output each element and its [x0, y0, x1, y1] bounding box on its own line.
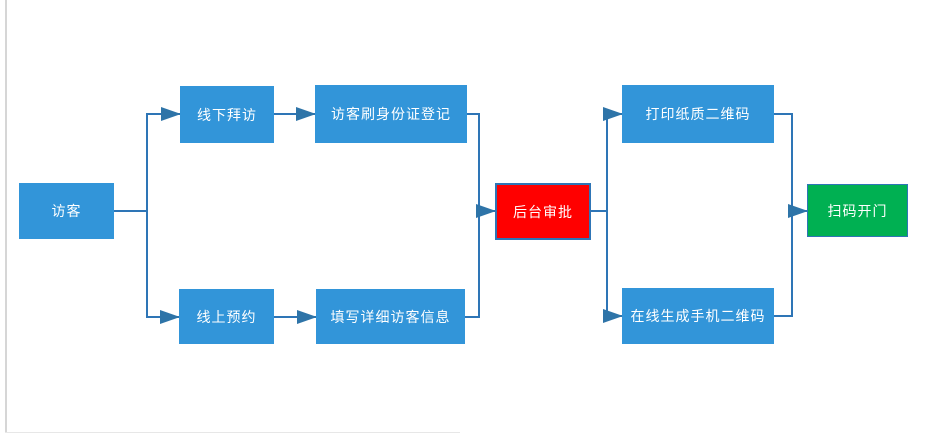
- node-backend-approval-label: 后台审批: [513, 204, 573, 221]
- connector-visitor-offline: [146, 107, 181, 211]
- node-offline-visit[interactable]: 线下拜访: [180, 86, 274, 143]
- node-mobile-qr[interactable]: 在线生成手机二维码: [622, 288, 774, 344]
- node-scan-door-label: 扫码开门: [827, 203, 888, 220]
- connector-visitor-online: [146, 211, 180, 324]
- node-id-register-label: 访客刷身份证登记: [331, 107, 451, 123]
- node-online-booking[interactable]: 线上预约: [179, 289, 274, 344]
- node-print-qr-label: 打印纸质二维码: [645, 107, 751, 123]
- node-backend-approval[interactable]: 后台审批: [495, 183, 591, 240]
- node-print-qr[interactable]: 打印纸质二维码: [622, 85, 774, 143]
- node-fill-info-label: 填写详细访客信息: [330, 309, 451, 326]
- canvas-bottom-edge: [5, 432, 460, 433]
- node-fill-info[interactable]: 填写详细访客信息: [316, 289, 465, 344]
- canvas-left-edge: [5, 0, 7, 433]
- node-mobile-qr-label: 在线生成手机二维码: [630, 309, 766, 325]
- node-online-booking-label: 线上预约: [196, 309, 257, 326]
- node-visitor[interactable]: 访客: [19, 183, 114, 239]
- node-visitor-label: 访客: [51, 204, 82, 220]
- connector-merge-right: [774, 113, 793, 317]
- connector-approval-print: [603, 107, 623, 316]
- node-offline-visit-label: 线下拜访: [197, 107, 257, 124]
- node-id-register[interactable]: 访客刷身份证登记: [315, 85, 467, 143]
- connector-merge-left: [465, 113, 480, 318]
- node-scan-door[interactable]: 扫码开门: [807, 184, 908, 237]
